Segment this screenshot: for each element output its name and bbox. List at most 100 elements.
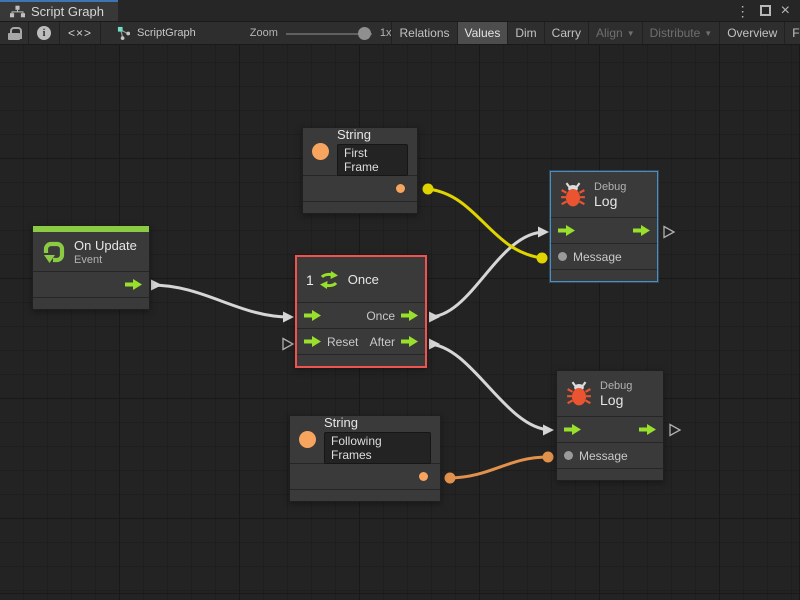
node-category: Debug [594, 181, 626, 193]
flow-input-port[interactable] [304, 310, 321, 321]
bug-icon [566, 381, 592, 407]
bug-icon [560, 182, 586, 208]
info-button[interactable]: i [29, 22, 60, 44]
tab-script-graph[interactable]: Script Graph [0, 0, 118, 21]
unconnected-port-triangle[interactable] [670, 425, 680, 436]
on-update-loop-icon [42, 240, 66, 264]
node-on-update[interactable]: On Update Event [32, 225, 150, 310]
wire-arrowhead [429, 312, 440, 323]
tab-strip: Script Graph ⋮ × [0, 0, 800, 22]
wire-arrowhead [283, 312, 294, 323]
port-label-message: Message [573, 250, 622, 264]
carry-button[interactable]: Carry [544, 22, 588, 44]
value-output-port[interactable] [396, 184, 405, 193]
flow-output-port[interactable] [633, 225, 650, 236]
close-icon[interactable]: × [781, 3, 790, 19]
once-cycle-icon [318, 269, 340, 291]
node-title: On Update [74, 238, 137, 253]
wire-after-to-debugbottom[interactable] [429, 344, 550, 430]
code-icon: <×> [68, 26, 92, 40]
node-debug-log-bottom[interactable]: Debug Log Message [556, 370, 664, 481]
wire-string-to-message-top[interactable] [428, 189, 542, 258]
node-title: Once [348, 272, 379, 287]
zoom-slider[interactable] [286, 27, 372, 40]
port-label-after: After [370, 335, 395, 349]
wire-arrowhead [543, 425, 554, 436]
port-label-reset: Reset [327, 335, 358, 349]
zoom-label: Zoom [250, 27, 278, 39]
node-title: Log [600, 392, 632, 408]
node-once-selected[interactable]: 1 Once Once Reset [295, 255, 427, 368]
unconnected-port-triangle[interactable] [664, 227, 674, 238]
flow-input-port[interactable] [558, 225, 575, 236]
breadcrumb-graph-name: ScriptGraph [137, 27, 196, 39]
node-footer [33, 298, 149, 309]
wire-endpoint-dot [445, 473, 456, 484]
node-string-following-frames[interactable]: String Following Frames [289, 415, 441, 502]
align-button[interactable]: Align ▼ [588, 22, 642, 44]
overview-button[interactable]: Overview [719, 22, 784, 44]
lock-button[interactable] [0, 22, 29, 44]
relations-button[interactable]: Relations [391, 22, 456, 44]
hierarchy-icon [10, 5, 25, 18]
tab-title: Script Graph [31, 4, 104, 19]
wire-once-to-debugtop[interactable] [429, 232, 545, 317]
toolbar-buttons: Relations Values Dim Carry Align ▼ Distr… [391, 22, 800, 44]
dim-button[interactable]: Dim [507, 22, 543, 44]
edit-script-button[interactable]: <×> [60, 22, 101, 44]
value-output-port[interactable] [419, 472, 428, 481]
node-footer [290, 490, 440, 501]
node-category: Debug [600, 380, 632, 392]
breadcrumb[interactable]: ScriptGraph [117, 22, 196, 44]
chevron-down-icon: ▼ [704, 29, 712, 38]
unconnected-port-triangle[interactable] [283, 339, 293, 350]
zoom-value: 1x [380, 27, 392, 39]
wire-string-to-message-bottom[interactable] [450, 457, 548, 478]
graph-toolbar: i <×> ScriptGraph Zoom 1x Relations Valu… [0, 22, 800, 45]
flow-output-port[interactable] [639, 424, 656, 435]
message-input-port[interactable] [564, 451, 573, 460]
node-string-first-frame[interactable]: String First Frame [302, 127, 418, 214]
node-title: String [324, 415, 431, 430]
wire-arrowhead [151, 280, 162, 291]
maximize-icon[interactable] [760, 5, 771, 16]
wire-arrowhead [538, 227, 549, 238]
info-icon: i [37, 26, 51, 40]
string-value-input[interactable]: Following Frames [324, 432, 431, 464]
wire-arrowhead [429, 339, 440, 350]
node-title: Log [594, 193, 626, 209]
wire-endpoint-dot [543, 452, 554, 463]
window-controls: ⋮ × [736, 0, 800, 21]
node-title: String [337, 127, 408, 142]
node-footer [557, 469, 663, 480]
wire-endpoint-dot [423, 184, 434, 195]
zoom-control: Zoom 1x [250, 22, 392, 44]
chevron-down-icon: ▼ [627, 29, 635, 38]
string-type-icon [299, 431, 316, 448]
message-input-port[interactable] [558, 252, 567, 261]
once-count-badge: 1 [306, 272, 314, 288]
flow-input-port[interactable] [564, 424, 581, 435]
wire-endpoint-dot [537, 253, 548, 264]
node-footer [551, 270, 657, 281]
values-button[interactable]: Values [457, 22, 508, 44]
lock-icon [8, 27, 20, 40]
menu-kebab-icon[interactable]: ⋮ [736, 4, 750, 18]
port-label-message: Message [579, 449, 628, 463]
flow-output-after-port[interactable] [401, 336, 418, 347]
zoom-slider-knob[interactable] [358, 27, 371, 40]
string-type-icon [312, 143, 329, 160]
graph-canvas[interactable]: On Update Event String First Frame [0, 45, 800, 600]
node-footer [297, 355, 425, 366]
port-label-once: Once [366, 309, 395, 323]
full-screen-button[interactable]: Full Screen [784, 22, 800, 44]
string-value-input[interactable]: First Frame [337, 144, 408, 176]
flow-output-once-port[interactable] [401, 310, 418, 321]
distribute-button[interactable]: Distribute ▼ [642, 22, 720, 44]
flow-input-reset-port[interactable] [304, 336, 321, 347]
flow-output-port[interactable] [125, 279, 142, 290]
node-subtitle: Event [74, 254, 137, 266]
node-debug-log-top[interactable]: Debug Log Message [550, 171, 658, 282]
wire-onupdate-to-once[interactable] [151, 285, 290, 317]
